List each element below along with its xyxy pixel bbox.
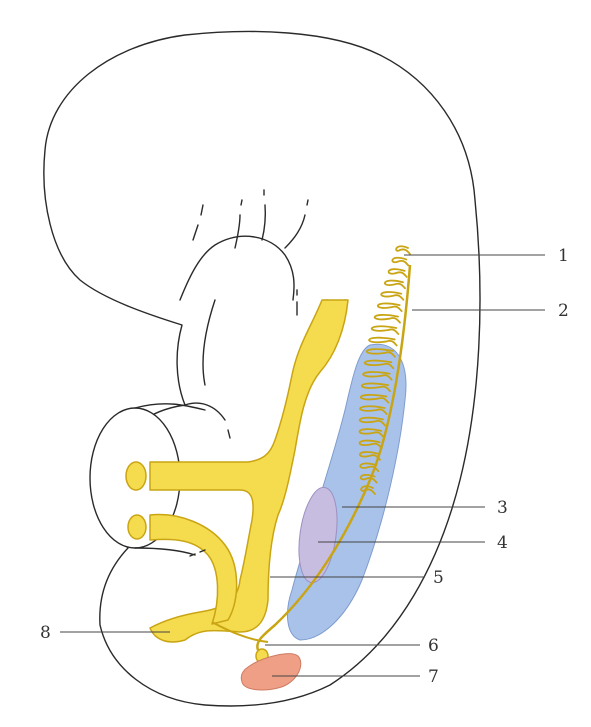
tubule-coil <box>375 315 400 323</box>
tubule-coil <box>396 246 410 254</box>
label-6: 6 <box>428 636 439 656</box>
pink-structure <box>241 654 301 690</box>
branchial-line-2 <box>193 205 203 240</box>
label-4: 4 <box>497 533 508 553</box>
neck-line <box>203 300 215 385</box>
label-3: 3 <box>497 498 508 518</box>
branchial-line-4 <box>262 190 265 240</box>
gut-cut-end-lower <box>128 515 146 539</box>
branchial-line-1 <box>180 236 294 300</box>
label-8: 8 <box>40 623 51 643</box>
tubule-coil <box>385 281 405 289</box>
branchial-line-3 <box>235 200 242 248</box>
gut-cut-end-upper <box>126 462 146 490</box>
label-7: 7 <box>428 667 439 687</box>
label-2: 2 <box>558 301 569 321</box>
tubule-coil <box>389 269 407 277</box>
branchial-line-5 <box>285 200 308 248</box>
label-1: 1 <box>558 246 569 266</box>
label-5: 5 <box>433 568 444 588</box>
heart-line <box>185 403 230 438</box>
tubule-coil <box>372 326 399 334</box>
tubule-coil <box>378 303 402 311</box>
tubule-coil <box>381 292 403 300</box>
tubule-coil <box>392 258 408 266</box>
vitelline-dash <box>190 550 205 556</box>
umbilical-cord-bottom <box>135 548 195 555</box>
